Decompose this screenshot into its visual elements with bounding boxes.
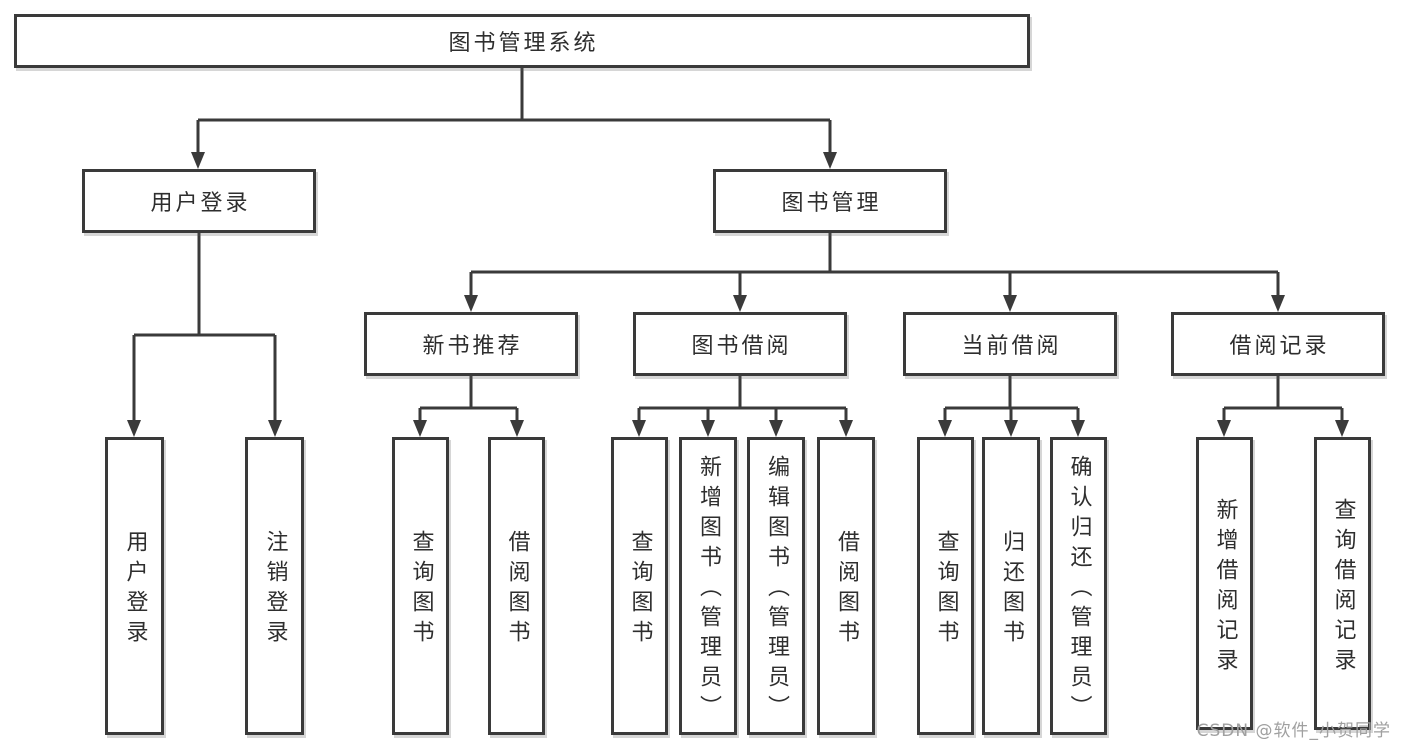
node-label: 查询图书 xyxy=(408,530,434,650)
node-current-borrowing: 当前借阅 xyxy=(903,312,1117,376)
node-user-login: 用户登录 xyxy=(82,169,316,233)
node-library-management-system: 图书管理系统 xyxy=(14,14,1030,68)
leaf-query-books-borrowing: 查询图书 xyxy=(611,437,668,735)
node-label: 用户登录 xyxy=(122,530,148,650)
leaf-return-book: 归还图书 xyxy=(982,437,1040,735)
node-new-book-recommendation: 新书推荐 xyxy=(364,312,578,376)
node-label: 借阅图书 xyxy=(834,530,859,650)
node-label: 新增图书（管理员） xyxy=(696,455,721,725)
node-label: 注销登录 xyxy=(262,530,288,650)
node-label: 查询图书 xyxy=(627,530,653,650)
node-label: 借阅记录 xyxy=(1229,334,1330,359)
node-label: 查询图书 xyxy=(933,530,959,650)
node-label: 当前借阅 xyxy=(961,334,1062,359)
leaf-query-borrow-record: 查询借阅记录 xyxy=(1314,437,1371,730)
node-label: 编辑图书（管理员） xyxy=(764,455,789,725)
node-book-borrowing: 图书借阅 xyxy=(633,312,847,376)
node-label: 查询借阅记录 xyxy=(1330,497,1356,678)
leaf-borrow-books-recommend: 借阅图书 xyxy=(488,437,545,735)
leaf-query-books-current: 查询图书 xyxy=(917,437,974,735)
node-label: 确认归还（管理员） xyxy=(1066,455,1092,725)
leaf-user-login: 用户登录 xyxy=(105,437,164,735)
node-label: 用户登录 xyxy=(150,191,251,216)
node-label: 借阅图书 xyxy=(504,530,530,650)
node-book-management: 图书管理 xyxy=(713,169,947,233)
node-borrowing-records: 借阅记录 xyxy=(1171,312,1385,376)
leaf-add-borrow-record: 新增借阅记录 xyxy=(1196,437,1253,730)
node-label: 图书管理系统 xyxy=(448,31,599,56)
leaf-borrow-books-borrowing: 借阅图书 xyxy=(817,437,875,735)
node-label: 归还图书 xyxy=(999,530,1024,650)
node-label: 图书管理 xyxy=(781,191,882,216)
leaf-edit-book-admin: 编辑图书（管理员） xyxy=(747,437,805,735)
node-label: 新增借阅记录 xyxy=(1212,497,1238,678)
leaf-logout: 注销登录 xyxy=(245,437,304,735)
watermark: CSDN @软件_小贺同学 xyxy=(1196,721,1391,741)
node-label: 新书推荐 xyxy=(422,334,523,359)
leaf-confirm-return-admin: 确认归还（管理员） xyxy=(1050,437,1107,735)
leaf-add-book-admin: 新增图书（管理员） xyxy=(679,437,737,735)
node-label: 图书借阅 xyxy=(691,334,792,359)
leaf-query-books-recommend: 查询图书 xyxy=(392,437,449,735)
